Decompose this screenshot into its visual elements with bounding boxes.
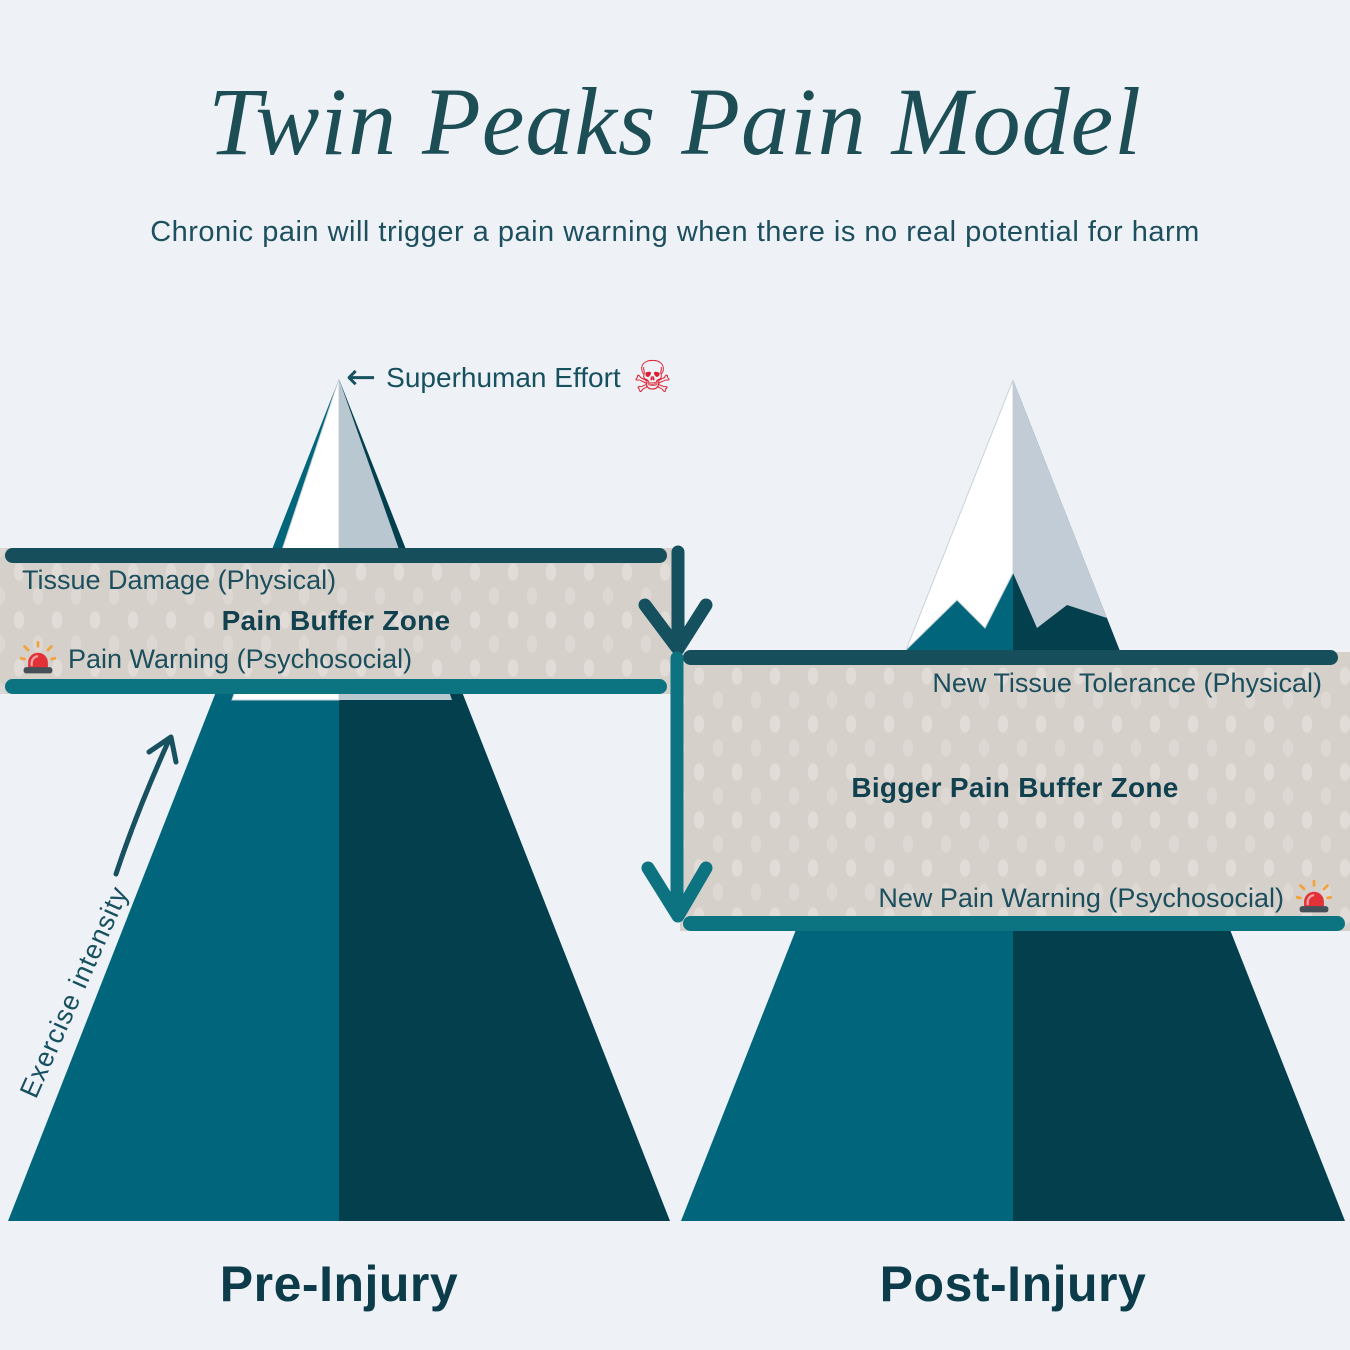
drop-arrow-dark [638, 545, 713, 656]
new-pain-warning-row: New Pain Warning (Psychosocial) [878, 880, 1332, 916]
pain-warning-row: Pain Warning (Psychosocial) [20, 641, 412, 677]
superhuman-effort-annotation: ← Superhuman Effort ☠ [346, 356, 672, 400]
snowcap-right-shadow [1013, 380, 1107, 628]
drop-arrow-teal [641, 651, 713, 923]
pain-warning-bar [5, 679, 667, 694]
pain-buffer-zone-label: Pain Buffer Zone [221, 605, 451, 636]
pre-injury-band: Tissue Damage (Physical) Pain Buffer Zon… [0, 548, 672, 694]
left-arrow-icon: ← [346, 357, 377, 398]
new-pain-warning-label: New Pain Warning (Psychosocial) [878, 882, 1284, 913]
page-subtitle: Chronic pain will trigger a pain warning… [150, 216, 1200, 248]
siren-icon [1296, 880, 1332, 913]
new-tissue-tolerance-bar [683, 650, 1338, 665]
pain-warning-label: Pain Warning (Psychosocial) [68, 643, 413, 674]
new-tissue-tolerance-label: New Tissue Tolerance (Physical) [932, 668, 1322, 698]
superhuman-effort-label: Superhuman Effort [386, 362, 621, 393]
tissue-damage-label: Tissue Damage (Physical) [22, 565, 337, 595]
skull-crossbones-icon: ☠ [632, 352, 673, 403]
new-pain-warning-bar [683, 916, 1345, 931]
siren-icon [20, 641, 56, 674]
post-injury-caption: Post-Injury [879, 1256, 1147, 1312]
pre-injury-caption: Pre-Injury [219, 1256, 459, 1312]
page-title: Twin Peaks Pain Model [208, 68, 1142, 175]
bigger-pain-buffer-zone-label: Bigger Pain Buffer Zone [851, 772, 1179, 803]
post-injury-band: New Tissue Tolerance (Physical) Bigger P… [680, 650, 1350, 931]
tissue-damage-bar [5, 548, 667, 563]
